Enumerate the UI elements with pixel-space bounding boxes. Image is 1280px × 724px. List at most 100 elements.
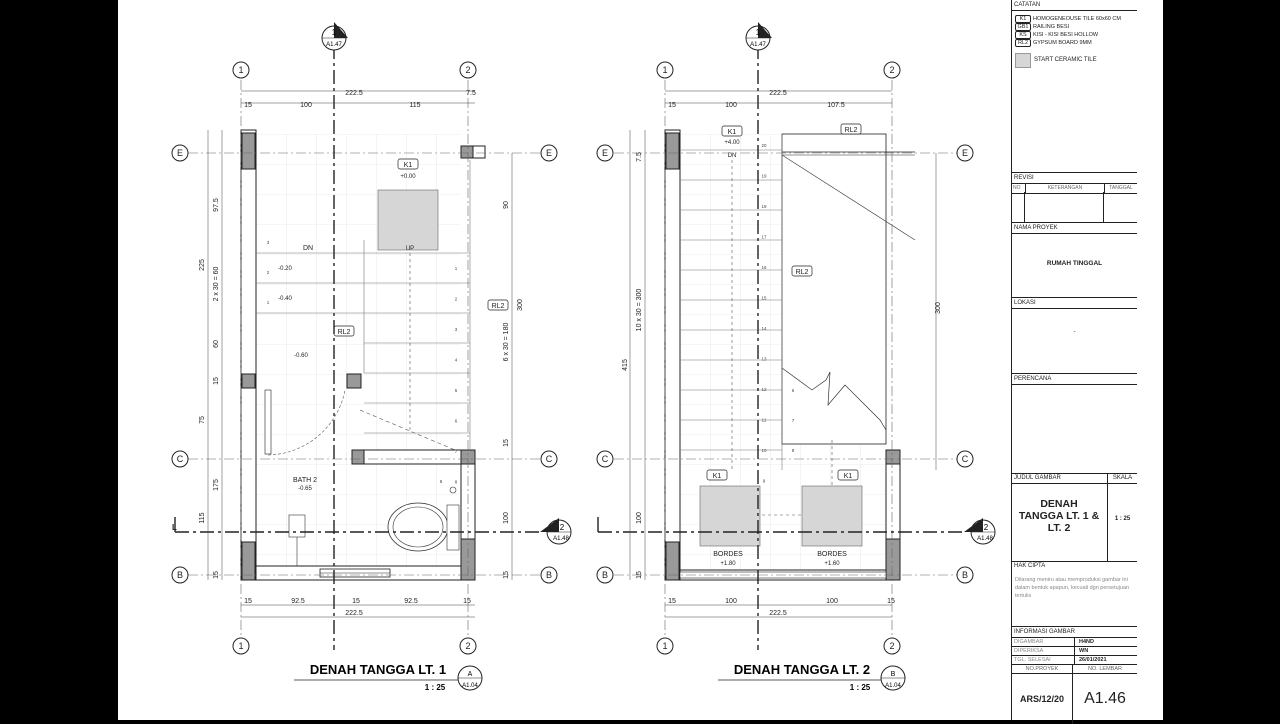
p1-dim-right-d: 100: [503, 512, 510, 524]
p2-step-2: 18: [761, 204, 767, 209]
p2-step-10: 10: [761, 448, 767, 453]
grid-bubble-e-1: E: [540, 144, 558, 162]
plan2-title-block: DENAH TANGGA LT. 2 1 : 25 B A1.04: [718, 662, 906, 692]
drawing-title: DENAH TANGGA LT. 1 & LT. 2: [1018, 498, 1100, 534]
plan2-bordes-1: BORDES: [713, 551, 743, 558]
plan1-wall-left: [240, 129, 257, 581]
grid-bubble-c-0-label: C: [177, 454, 184, 464]
plan1-toilet: [387, 502, 449, 552]
note-code: K1: [1015, 15, 1031, 23]
p2-dim-bot-total: 222.5: [769, 610, 787, 617]
p1-dim-top-total: 222.5: [345, 90, 363, 97]
plan1-title: DENAH TANGGA LT. 1: [310, 662, 446, 677]
p2-lower-step-1: 7: [792, 418, 795, 423]
p2-dim-top-a: 15: [668, 102, 676, 109]
p2-step-3: 17: [761, 235, 767, 240]
plan2-void: [781, 133, 887, 445]
plan2-bordes-2-hatch: [801, 485, 863, 547]
notes-header: CATATAN: [1012, 0, 1137, 11]
plan2-ref-letter: B: [891, 671, 896, 678]
plan2-scale: 1 : 25: [850, 683, 871, 692]
grid-bubble-c-2-label: C: [602, 454, 609, 464]
p2-dim-left-a: 7.5: [636, 152, 643, 162]
p1-dim-left-h: 15: [213, 571, 220, 579]
note-code: GB1: [1015, 23, 1031, 31]
p2-step-8: 12: [761, 387, 767, 392]
p2-dim-bot-a: 15: [668, 598, 676, 605]
plan2-k1-tag: K1: [728, 129, 737, 136]
plan2-bordes-2: BORDES: [817, 551, 847, 558]
note-text: KISI - KISI BESI HOLLOW: [1033, 32, 1099, 38]
p1-dim-left-g: 115: [199, 512, 206, 523]
location-section: LOKASI -: [1012, 297, 1137, 374]
p1-dim-left-c: 60: [213, 340, 220, 348]
grid-bubble-2-3: 2: [883, 637, 901, 655]
info-label: TGL. SELESAI: [1012, 656, 1075, 664]
plan2-wall-left: [664, 129, 681, 581]
plan1-wall-mid: [351, 449, 462, 465]
grid-bubble-e-0: E: [171, 144, 189, 162]
drawing-scale: 1 : 25: [1114, 516, 1131, 522]
p1-dim-bot-b: 92.5: [291, 598, 305, 605]
note-code: KS: [1015, 31, 1031, 39]
plan1-rl2-tag: RL2: [338, 329, 351, 336]
plan1-k1-hatch: [377, 189, 439, 251]
grid-bubble-1-3-label: 1: [662, 641, 667, 651]
grid-bubble-1-1-label: 1: [238, 641, 243, 651]
p2-dim-top-b: 100: [725, 102, 737, 109]
p1-step-3: 4: [455, 358, 458, 363]
grid-bubble-2-1: 2: [459, 637, 477, 655]
p2-step-4: 16: [761, 265, 767, 270]
p2-dim-right-total: 300: [935, 302, 942, 314]
copyright-line: dalam bentuk apapun, kecuali dgn persetu…: [1015, 585, 1130, 591]
p1-step-2: 3: [455, 327, 458, 332]
grid-bubble-2-0-label: 2: [465, 65, 470, 75]
plan1-level-040: -0.40: [278, 296, 292, 302]
plan1-k1-tag: K1: [404, 162, 413, 169]
note-text: RAILING BESI: [1033, 24, 1070, 30]
revision-section: REVISI NO KETERANGAN TANGGAL: [1012, 172, 1137, 223]
p1-dim-left-f: 175: [213, 479, 220, 491]
p1-dim-bot-d: 92.5: [404, 598, 418, 605]
drawing-sheet: K1 +0.00 DN UP -0.20 -0.40 -0.60 RL2 RL2…: [118, 0, 1163, 724]
p2-dim-left-b: 10 x 30 = 300: [636, 289, 643, 332]
grid-bubble-2-2: 2: [883, 61, 901, 79]
grid-bubble-c-1: C: [540, 450, 558, 468]
note-text: HOMOGENEOUSE TILE 60x60 CM: [1033, 16, 1121, 22]
plan2-rl2-tag-top: RL2: [845, 127, 858, 134]
p1-dim-right-b: 6 x 30 = 180: [503, 323, 510, 362]
svg-text:A1.47: A1.47: [750, 42, 766, 48]
plan1-scale: 1 : 25: [425, 683, 446, 692]
info-value: H4ND: [1079, 639, 1094, 645]
p2-dim-bot-d: 15: [887, 598, 895, 605]
p1-dim-top-c: 115: [409, 102, 420, 109]
plan1-k1-level: +0.00: [400, 174, 416, 180]
p2-step-5: 15: [761, 296, 767, 301]
note-code: RL2: [1015, 39, 1031, 47]
plan1-dn: DN: [303, 245, 313, 252]
p2-dim-left-total: 415: [622, 359, 629, 371]
grid-bubble-b-0-label: B: [177, 570, 183, 580]
plan2-k1-level: +4.00: [724, 140, 740, 146]
grid-bubble-1-3: 1: [656, 637, 674, 655]
grid-bubble-1-1: 1: [232, 637, 250, 655]
p1-dim-bot-a: 15: [244, 598, 252, 605]
p1-step-6: 7: [455, 449, 458, 454]
p1-step-1: 2: [455, 297, 458, 302]
grid-bubble-b-1: B: [540, 566, 558, 584]
grid-bubble-2-0: 2: [459, 61, 477, 79]
p1-bath-step-8: 8: [440, 479, 443, 484]
plan1-title-block: DENAH TANGGA LT. 1 1 : 25 A A1.04: [294, 662, 483, 692]
p2-step-7: 13: [761, 357, 767, 362]
grid-bubble-e-2: E: [596, 144, 614, 162]
section-cut-marker-1: L: [172, 523, 177, 532]
grid-bubble-e-3: E: [956, 144, 974, 162]
grid-bubble-b-2-label: B: [602, 570, 608, 580]
svg-text:1: 1: [756, 28, 761, 37]
info-label: DIPERIKSA: [1012, 647, 1075, 655]
p2-dim-bot-c: 100: [826, 598, 838, 605]
